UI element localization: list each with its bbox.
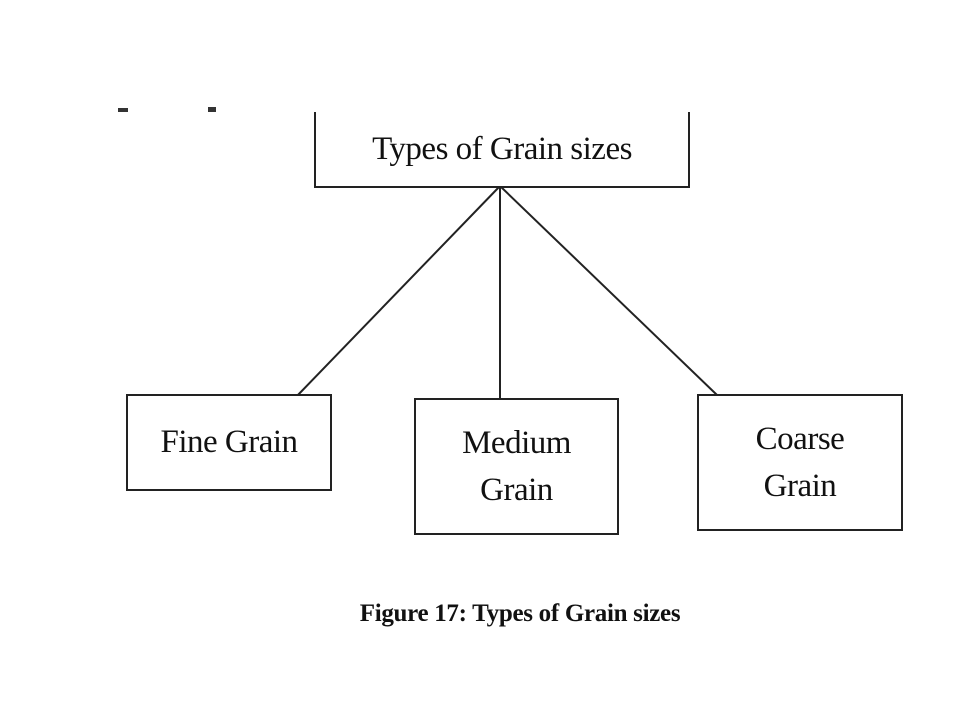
root-node-box: Types of Grain sizes: [314, 112, 690, 188]
coarse-grain-label-line-2: Grain: [763, 467, 837, 504]
fine-grain-box: Fine Grain: [126, 394, 332, 491]
medium-grain-label-line-2: Grain: [480, 471, 553, 508]
medium-grain-label-line-1: Medium: [462, 425, 571, 462]
figure-caption: Figure 17: Types of Grain sizes: [359, 600, 681, 627]
coarse-grain-box: Coarse Grain: [697, 394, 903, 531]
root-node-label: Types of Grain sizes: [372, 130, 632, 167]
coarse-grain-label-line-1: Coarse: [755, 421, 845, 458]
fine-grain-label: Fine Grain: [160, 424, 298, 461]
scan-artifact-mark: [118, 107, 216, 112]
medium-grain-box: Medium Grain: [414, 398, 619, 535]
connector-fine: [295, 185, 501, 398]
connector-coarse: [499, 185, 718, 396]
